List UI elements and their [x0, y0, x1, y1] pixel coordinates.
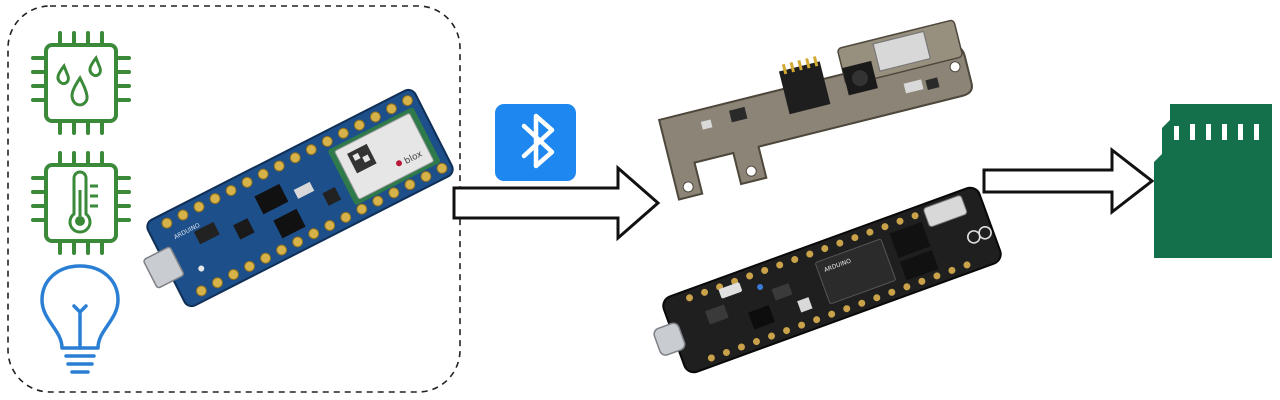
- sd-card-contacts: [1174, 124, 1259, 140]
- arduino-portenta-board: ARDUINO: [653, 186, 1002, 374]
- temperature-sensor-chip-icon: [31, 151, 131, 255]
- nano-usb-connector: [143, 246, 185, 289]
- light-bulb-icon: [40, 264, 120, 374]
- portenta-pin-row-bottom: [707, 261, 971, 362]
- arrow-to-receivers: [452, 164, 661, 242]
- bluetooth-badge: [495, 104, 576, 181]
- arduino-nano-board: blox ARDUINO: [143, 88, 454, 308]
- bluetooth-icon: [521, 113, 555, 169]
- nano-pin-row-bottom: [195, 162, 448, 297]
- nano-radio-module: blox: [328, 107, 441, 205]
- carrier-header: [778, 56, 831, 115]
- sd-card-icon: [1154, 104, 1272, 258]
- arrow-to-sd-card: [982, 146, 1155, 216]
- nano-pin-row-top: [161, 95, 413, 229]
- portenta-pin-row-top: [685, 201, 949, 302]
- portenta-usb-c-connector: [653, 322, 686, 356]
- sensor-group: blox ARDUINO: [7, 5, 461, 393]
- camera-carrier-board: [657, 19, 973, 201]
- humidity-sensor-chip-icon: [31, 31, 131, 135]
